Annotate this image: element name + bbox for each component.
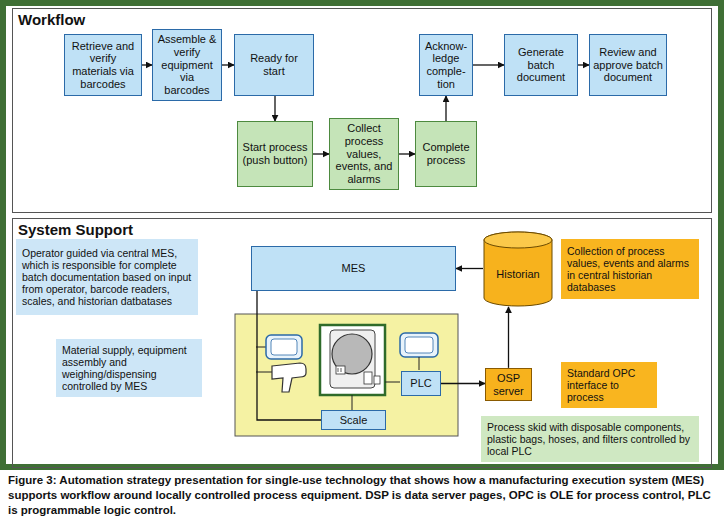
valve-symbol: [374, 376, 380, 384]
panel-heading: System Support: [18, 221, 133, 238]
system-panel: System SupportOperator guided via centra…: [12, 218, 712, 468]
port-mark: [338, 368, 339, 372]
panel-heading: Workflow: [18, 11, 85, 28]
box-text: Historian: [496, 268, 539, 281]
workflow-step: Assemble & verify equipment via barcodes: [152, 29, 222, 100]
monitor-screen: [271, 339, 297, 355]
port-mark: [341, 368, 342, 372]
bioreactor-frame: [320, 325, 385, 395]
server-box: OSP server: [485, 368, 532, 401]
note-callout: Process skid with disposable components,…: [481, 416, 699, 462]
historian-cylinder: Historian: [483, 231, 553, 307]
box-text: Scale: [340, 414, 368, 427]
flow-arrow: [473, 64, 504, 65]
plc-box: PLC: [401, 371, 441, 396]
plc-link: [385, 382, 400, 383]
valve-symbol: [364, 372, 372, 384]
box-text: Assemble & verify equipment via barcodes: [156, 33, 218, 96]
box-text: Acknow- ledge comple- tion: [423, 40, 469, 91]
mes-box: MES: [251, 246, 456, 291]
box-text: Retrieve and verify materials via barcod…: [68, 40, 138, 91]
monitor-screen: [405, 337, 433, 353]
box-text: Standard OPC interface to process: [567, 367, 651, 403]
box-text: OSP server: [489, 372, 528, 397]
flow-arrow: [456, 268, 483, 269]
workflow-panel: WorkflowRetrieve and verify materials vi…: [12, 8, 712, 213]
box-text: Review and approve batch document: [593, 46, 663, 84]
skid-region: [235, 314, 458, 436]
flow-arrow: [445, 96, 446, 121]
figure-caption: Figure 3: Automation strategy presentati…: [8, 473, 716, 518]
monitor-symbol: [266, 335, 302, 359]
process-step: Complete process: [415, 121, 477, 187]
box-text: Generate batch document: [508, 46, 574, 84]
scale-box: Scale: [321, 410, 386, 431]
flow-arrow: [399, 153, 415, 154]
workflow-step: Generate batch document: [504, 34, 578, 96]
flow-arrow: [142, 64, 152, 65]
note-callout: Standard OPC interface to process: [561, 362, 657, 408]
process-step: Collect process values, events, and alar…: [329, 118, 399, 189]
feed-line: [256, 372, 272, 373]
process-step: Start process (push button): [237, 121, 313, 187]
box-text: MES: [342, 262, 366, 275]
box-text: Material supply, equipment assembly and …: [62, 344, 196, 392]
barcode-gun: [272, 363, 306, 392]
monitor-link: [419, 357, 420, 370]
flow-arrow: [508, 307, 509, 368]
flow-arrow: [274, 96, 275, 121]
flow-arrow: [313, 153, 329, 154]
note-callout: Operator guided via central MES, which i…: [16, 239, 198, 315]
box-text: PLC: [410, 377, 431, 390]
port-symbol: [336, 366, 345, 374]
box-text: Process skid with disposable components,…: [487, 421, 693, 457]
note-callout: Material supply, equipment assembly and …: [56, 339, 202, 397]
workflow-step: Review and approve batch document: [589, 34, 667, 96]
flow-arrow: [222, 64, 234, 65]
scale-link: [352, 395, 353, 410]
monitor-symbol: [400, 333, 438, 357]
box-text: Complete process: [419, 141, 473, 166]
box-text: Operator guided via central MES, which i…: [22, 247, 192, 307]
workflow-step: Acknow- ledge comple- tion: [419, 34, 473, 96]
bioreactor-holder: [330, 330, 375, 388]
flow-arrow: [441, 383, 485, 384]
box-text: Start process (push button): [241, 141, 309, 166]
note-callout: Collection of process values, events and…: [561, 239, 699, 299]
workflow-step: Ready for start: [234, 34, 314, 96]
flow-arrow: [257, 291, 321, 420]
flow-arrow: [578, 64, 589, 65]
bioreactor-bag: [332, 334, 372, 374]
box-text: Ready for start: [238, 52, 310, 77]
box-text: Collect process values, events, and alar…: [333, 122, 395, 185]
workflow-step: Retrieve and verify materials via barcod…: [64, 34, 142, 96]
box-text: Collection of process values, events and…: [567, 245, 693, 293]
